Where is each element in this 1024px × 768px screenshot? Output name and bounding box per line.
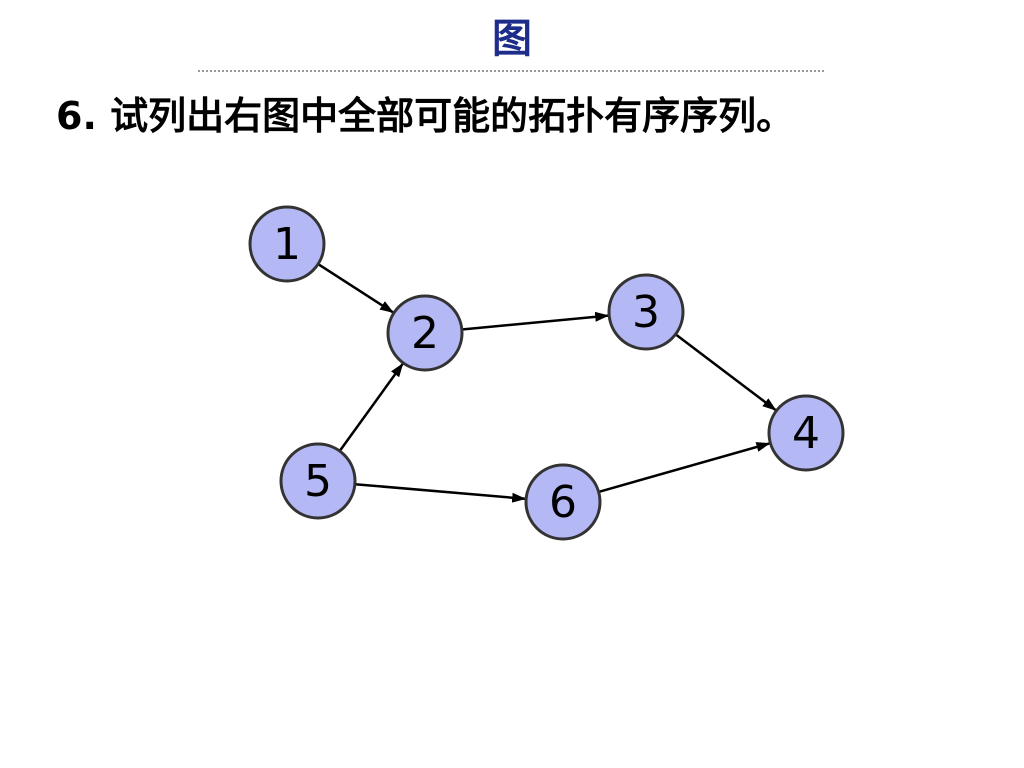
edge-5-2	[338, 362, 404, 452]
node-6: 6	[524, 463, 602, 541]
node-1: 1	[248, 205, 326, 283]
node-4: 4	[767, 394, 845, 472]
title-divider	[198, 70, 824, 72]
slide-title: 图	[492, 16, 532, 62]
edge-2-3	[461, 311, 610, 331]
edge-3-4	[674, 333, 777, 412]
node-5: 5	[279, 442, 357, 520]
node-3: 3	[607, 273, 685, 351]
node-label-6: 6	[549, 477, 577, 528]
node-label-4: 4	[792, 408, 820, 459]
node-label-2: 2	[411, 308, 439, 359]
node-label-5: 5	[304, 456, 332, 507]
node-circle-1	[248, 205, 326, 283]
edge-6-4	[598, 442, 771, 494]
node-circle-3	[607, 273, 685, 351]
node-2: 2	[386, 294, 464, 372]
node-circle-6	[524, 463, 602, 541]
edge-1-2	[317, 263, 394, 314]
node-circle-5	[279, 442, 357, 520]
node-label-1: 1	[273, 219, 301, 270]
edge-5-6	[354, 482, 527, 503]
question-text: 6. 试列出右图中全部可能的拓扑有序序列。	[56, 94, 795, 138]
node-circle-4	[767, 394, 845, 472]
node-circle-2	[386, 294, 464, 372]
node-label-3: 3	[632, 287, 660, 338]
